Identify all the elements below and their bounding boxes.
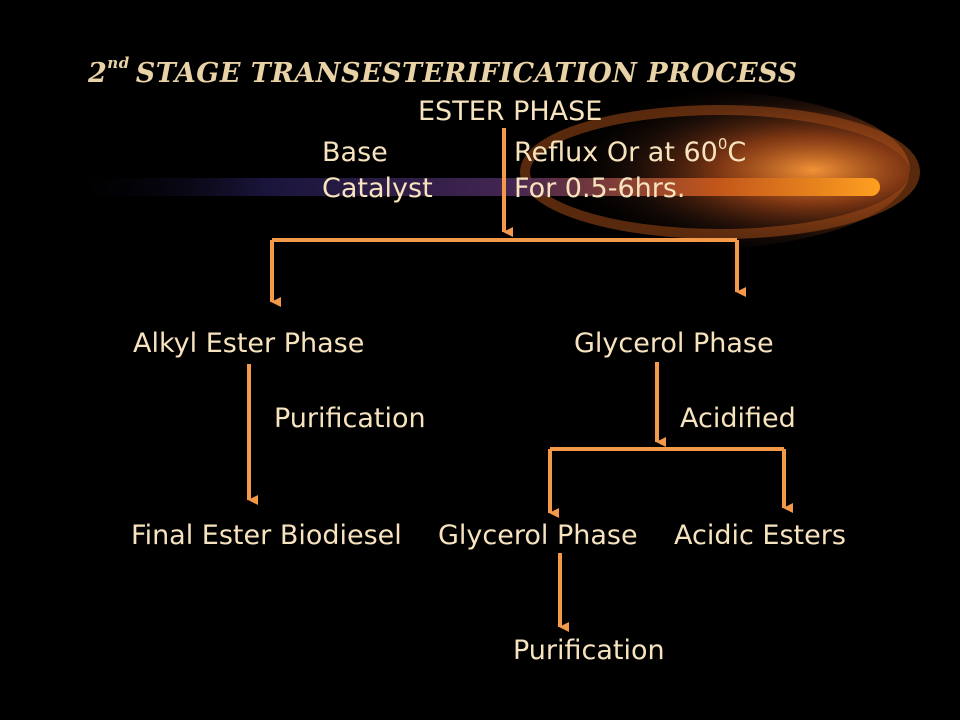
title-text: STAGE TRANSESTERIFICATION PROCESS xyxy=(135,58,798,89)
label-acidified: Acidified xyxy=(680,403,796,434)
label-purification-1: Purification xyxy=(274,403,426,434)
title-number: 2 xyxy=(88,58,108,89)
node-glycerol-phase-bottom: Glycerol Phase xyxy=(438,520,638,551)
ester-phase-label: ESTER PHASE xyxy=(418,96,603,127)
conditions-line-1: Reflux Or at 600C xyxy=(514,137,747,168)
conditions-line-2: For 0.5-6hrs. xyxy=(514,173,686,204)
slide-title: 2nd STAGE TRANSESTERIFICATION PROCESS xyxy=(88,54,798,89)
node-alkyl-ester-phase: Alkyl Ester Phase xyxy=(133,328,365,359)
conditions-line-1-suffix: C xyxy=(727,137,747,168)
comet-halo xyxy=(520,105,920,239)
degree-superscript: 0 xyxy=(717,135,728,153)
conditions-line-1-prefix: Reflux Or at 60 xyxy=(514,137,718,168)
comet-tail xyxy=(60,178,880,196)
node-final-ester-biodiesel: Final Ester Biodiesel xyxy=(131,520,402,551)
node-purification-2: Purification xyxy=(513,635,665,666)
catalyst-line-2: Catalyst xyxy=(322,173,433,204)
node-glycerol-phase-top: Glycerol Phase xyxy=(574,328,774,359)
title-superscript: nd xyxy=(107,54,130,72)
node-acidic-esters: Acidic Esters xyxy=(674,520,846,551)
catalyst-line-1: Base xyxy=(322,137,388,168)
